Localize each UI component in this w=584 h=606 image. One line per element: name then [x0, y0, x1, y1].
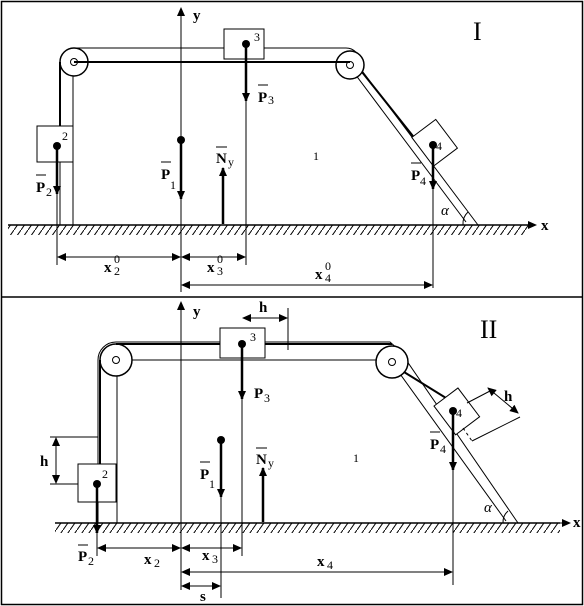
x3-sup: 0 [217, 252, 223, 266]
x4-letter-2: x [317, 554, 325, 570]
h-left-label: h [40, 454, 49, 470]
x2-letter-2: x [144, 552, 152, 568]
p2-letter: P [36, 180, 45, 196]
x-axis-label: x [541, 218, 549, 234]
prism-number-2: 1 [353, 451, 359, 465]
x2-letter: x [104, 260, 112, 276]
rope-right-2 [403, 371, 447, 399]
p3-sub: 3 [268, 93, 274, 107]
n-letter-2: N [256, 452, 267, 468]
block-2-number: 2 [62, 129, 68, 143]
ground-hatch [8, 225, 528, 235]
block-2-number-2: 2 [102, 467, 108, 481]
panel-1: x y 2 3 4 [8, 7, 549, 292]
n-sub-2: y [268, 456, 274, 470]
prism-inner-2 [116, 359, 507, 523]
p1-sub: 1 [170, 178, 176, 192]
x3-sub-2: 3 [212, 552, 218, 566]
p3-letter-2: P [254, 386, 263, 402]
ground-hatch-2 [55, 523, 560, 533]
s-label-2: s [200, 589, 206, 605]
x2-sub: 2 [114, 264, 120, 278]
p2-letter-2: P [78, 549, 87, 565]
x-axis-label-2: x [573, 515, 581, 531]
h-right-label: h [504, 389, 513, 405]
x4-letter: x [315, 267, 323, 283]
prism-number: 1 [313, 149, 319, 163]
p4-letter-2: P [430, 437, 439, 453]
angle-arc-2 [502, 510, 509, 524]
angle-label-2: α [484, 500, 493, 516]
block-3-number: 3 [254, 30, 260, 44]
p1-letter-2: P [200, 467, 209, 483]
y-axis-label: y [193, 8, 201, 24]
n-letter: N [216, 151, 227, 167]
p4-letter: P [411, 168, 420, 184]
x3-sub: 3 [217, 264, 223, 278]
block-3-number-2: 3 [250, 330, 256, 344]
h-right-dim [487, 387, 519, 414]
block-4-dashed [462, 427, 473, 442]
p4-sub: 4 [420, 174, 426, 188]
x4-sub-2: 4 [327, 558, 333, 572]
panel-number-2: II [480, 315, 497, 344]
block-4-shifted-outline [466, 390, 521, 442]
panel-number: I [473, 17, 482, 46]
p2-sub-2: 2 [88, 554, 94, 568]
x2-sub-2: 2 [154, 556, 160, 570]
block-4-number-2: 4 [456, 406, 462, 420]
p3-sub-2: 3 [264, 391, 270, 405]
x4-sub: 4 [325, 271, 331, 285]
n-sub: y [228, 155, 234, 169]
x3-letter: x [207, 260, 215, 276]
p2-sub: 2 [46, 185, 52, 199]
p3-letter: P [258, 90, 267, 106]
block-4-number: 4 [436, 139, 442, 153]
h-top-label: h [259, 300, 268, 316]
x3-letter-2: x [202, 548, 210, 564]
angle-arc [462, 211, 469, 226]
x4-sup: 0 [325, 259, 331, 273]
prism-body-2 [97, 341, 519, 524]
prism-inner [72, 61, 467, 225]
panel-2: x y 2 3 4 [40, 300, 581, 605]
pulley-left-hub-2 [112, 356, 120, 364]
p1-letter: P [161, 167, 170, 183]
x2-sup: 0 [114, 252, 120, 266]
rope [59, 61, 429, 156]
pulley-right-hub-2 [388, 358, 396, 366]
p4-sub-2: 4 [440, 442, 446, 456]
angle-label: α [441, 203, 450, 219]
y-axis-label-2: y [193, 304, 201, 320]
p1-sub-2: 1 [209, 477, 215, 491]
